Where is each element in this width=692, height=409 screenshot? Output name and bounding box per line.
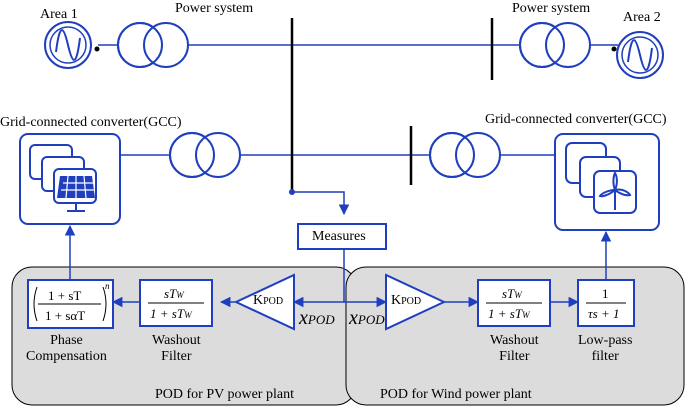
transformer-mid-left [169, 132, 241, 178]
phase-compensation-label: Phase Compensation [26, 333, 107, 364]
kpod-wind-triangle [385, 273, 447, 331]
xpod-right-label: xPOD [349, 307, 385, 329]
pv-panel-icon [29, 144, 97, 212]
area2-generator [611, 31, 664, 79]
power-system-right-label: Power system [512, 1, 591, 16]
area1-label: Area 1 [40, 7, 78, 22]
pod-pv-title: POD for PV power plant [155, 387, 294, 402]
gcc-left-box [19, 133, 121, 225]
lowpass-denominator: τs + 1 [588, 306, 620, 321]
pod-wind-title: POD for Wind power plant [380, 387, 532, 402]
transformer-top-right [519, 22, 591, 68]
phase-paren-right [102, 286, 107, 322]
phase-paren-left [33, 286, 38, 322]
gcc-right-box [554, 133, 660, 231]
phase-numerator: 1 + sT [48, 288, 82, 303]
phase-exponent: n [105, 281, 110, 291]
wind-turbine-icon [565, 142, 637, 214]
washout-pv-numerator: sTW [164, 286, 184, 301]
measures-box [297, 223, 387, 250]
area1-generator [44, 21, 100, 69]
gcc-left-label: Grid-connected converter(GCC) [0, 115, 182, 130]
kpod-wind-label: KPOD [391, 293, 422, 308]
washout-wind-denominator: 1 + sTW [488, 306, 530, 321]
kpod-pv-triangle [233, 273, 295, 331]
xpod-left-label: xPOD [299, 307, 335, 329]
measure-tap-line [292, 191, 350, 216]
phase-denominator: 1 + sαT [45, 308, 86, 323]
lowpass-numerator: 1 [602, 286, 609, 301]
lowpass-label: Low-pass filter [578, 333, 633, 364]
transformer-top-left [117, 22, 189, 68]
washout-wind-label: Washout Filter [490, 333, 539, 364]
kpod-pv-label: KPOD [253, 293, 284, 308]
transformer-mid-right [429, 132, 501, 178]
gcc-right-label: Grid-connected converter(GCC) [485, 112, 667, 127]
washout-pv-label: Washout Filter [152, 333, 201, 364]
washout-pv-denominator: 1 + sTW [150, 306, 192, 321]
power-system-left-label: Power system [175, 1, 254, 16]
area2-label: Area 2 [623, 10, 661, 25]
measures-label: Measures [312, 229, 366, 244]
washout-wind-numerator: sTW [502, 286, 522, 301]
